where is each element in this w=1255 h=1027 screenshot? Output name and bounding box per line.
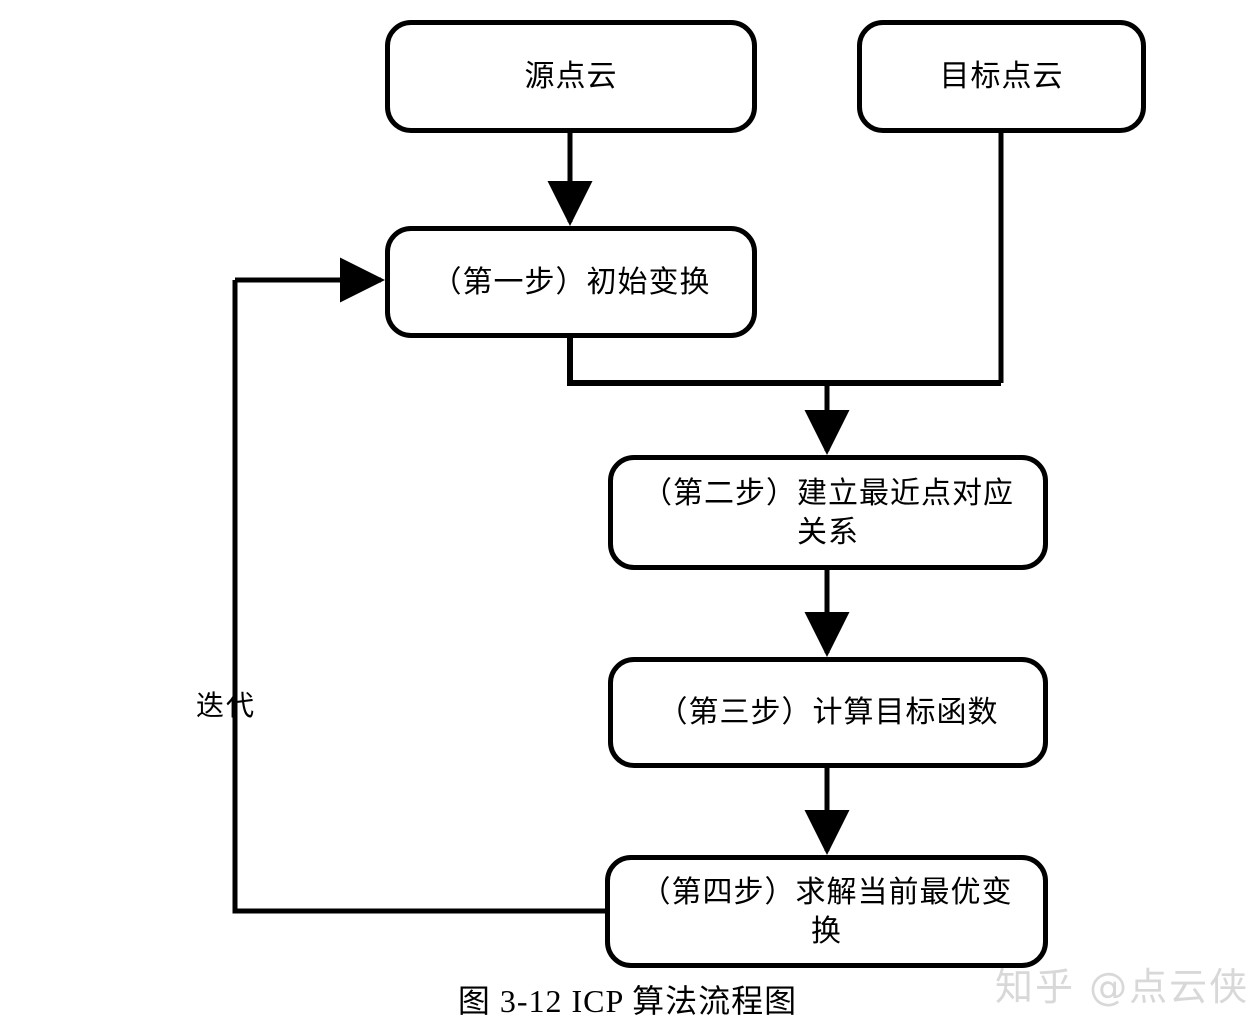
node-step-2[interactable]: （第二步）建立最近点对应关系 [608, 455, 1048, 570]
node-step-4[interactable]: （第四步）求解当前最优变换 [605, 855, 1048, 968]
node-step-1-label: （第一步）初始变换 [431, 265, 711, 299]
node-step-4-label: （第四步）求解当前最优变换 [640, 875, 1013, 948]
node-step-1[interactable]: （第一步）初始变换 [385, 226, 757, 338]
edge-inputs-to-step2 [567, 338, 1001, 456]
figure-caption: 图 3-12 ICP 算法流程图 [457, 983, 798, 1019]
zhihu-watermark: 知乎 @点云侠 [995, 965, 1250, 1009]
node-step-2-label: （第二步）建立最近点对应关系 [642, 476, 1014, 549]
node-step-3[interactable]: （第三步）计算目标函数 [608, 657, 1048, 768]
node-source-point-cloud[interactable]: 源点云 [385, 20, 757, 133]
edge-step4-to-step1-loop [232, 257, 605, 914]
node-step-3-label: （第三步）计算目标函数 [657, 696, 999, 729]
node-target-point-cloud[interactable]: 目标点云 [857, 20, 1146, 133]
edge-label-iteration: 迭代 [196, 691, 257, 722]
node-target-point-cloud-label: 目标点云 [939, 60, 1064, 93]
node-source-point-cloud-label: 源点云 [524, 60, 618, 93]
